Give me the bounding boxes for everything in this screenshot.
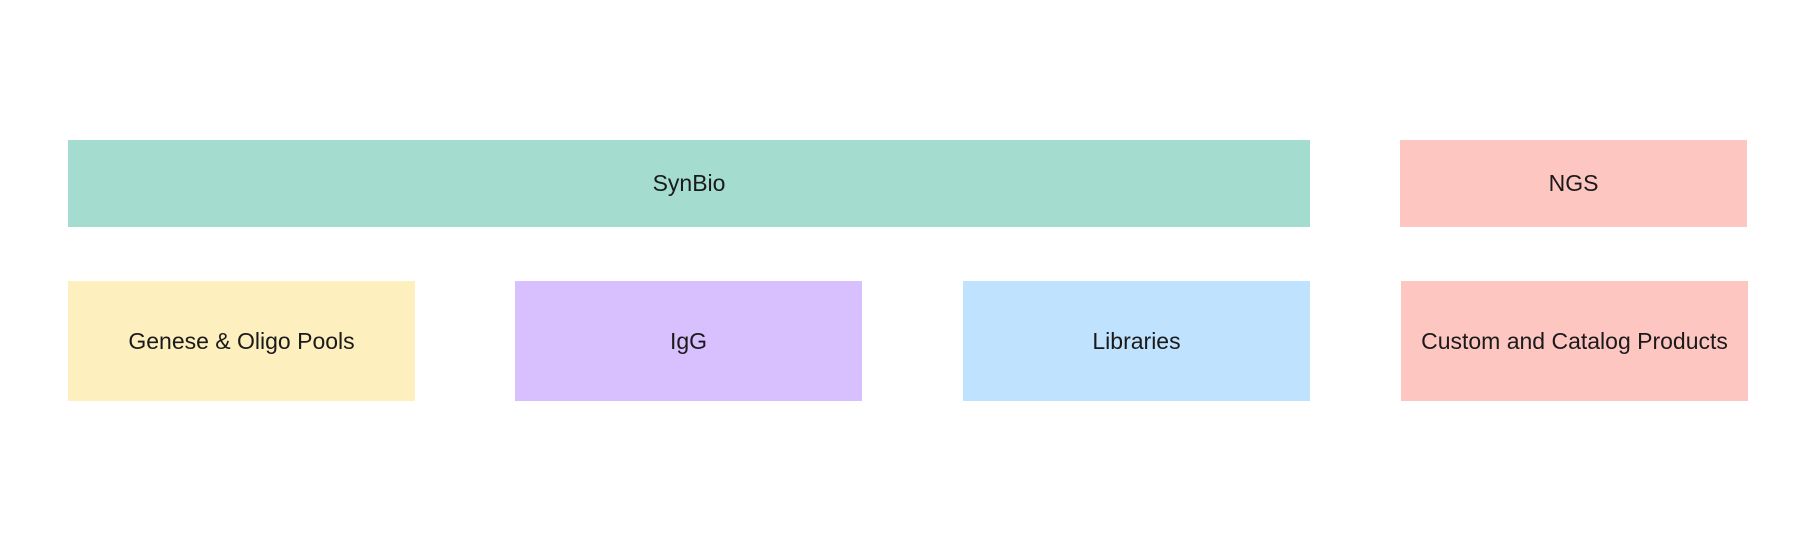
libraries-label: Libraries xyxy=(1092,327,1181,354)
genese-oligo-pools-label: Genese & Oligo Pools xyxy=(128,327,355,354)
ngs-group-label: NGS xyxy=(1548,170,1599,196)
synbio-group-label: SynBio xyxy=(652,170,726,196)
libraries-box: Libraries xyxy=(963,281,1310,401)
ngs-group-box: NGS xyxy=(1400,140,1747,227)
igg-box: IgG xyxy=(515,281,862,401)
custom-catalog-products-box: Custom and Catalog Products xyxy=(1401,281,1748,401)
custom-catalog-products-label: Custom and Catalog Products xyxy=(1421,327,1728,354)
synbio-group-box: SynBio xyxy=(68,140,1310,227)
genese-oligo-pools-box: Genese & Oligo Pools xyxy=(68,281,415,401)
igg-label: IgG xyxy=(669,327,708,354)
